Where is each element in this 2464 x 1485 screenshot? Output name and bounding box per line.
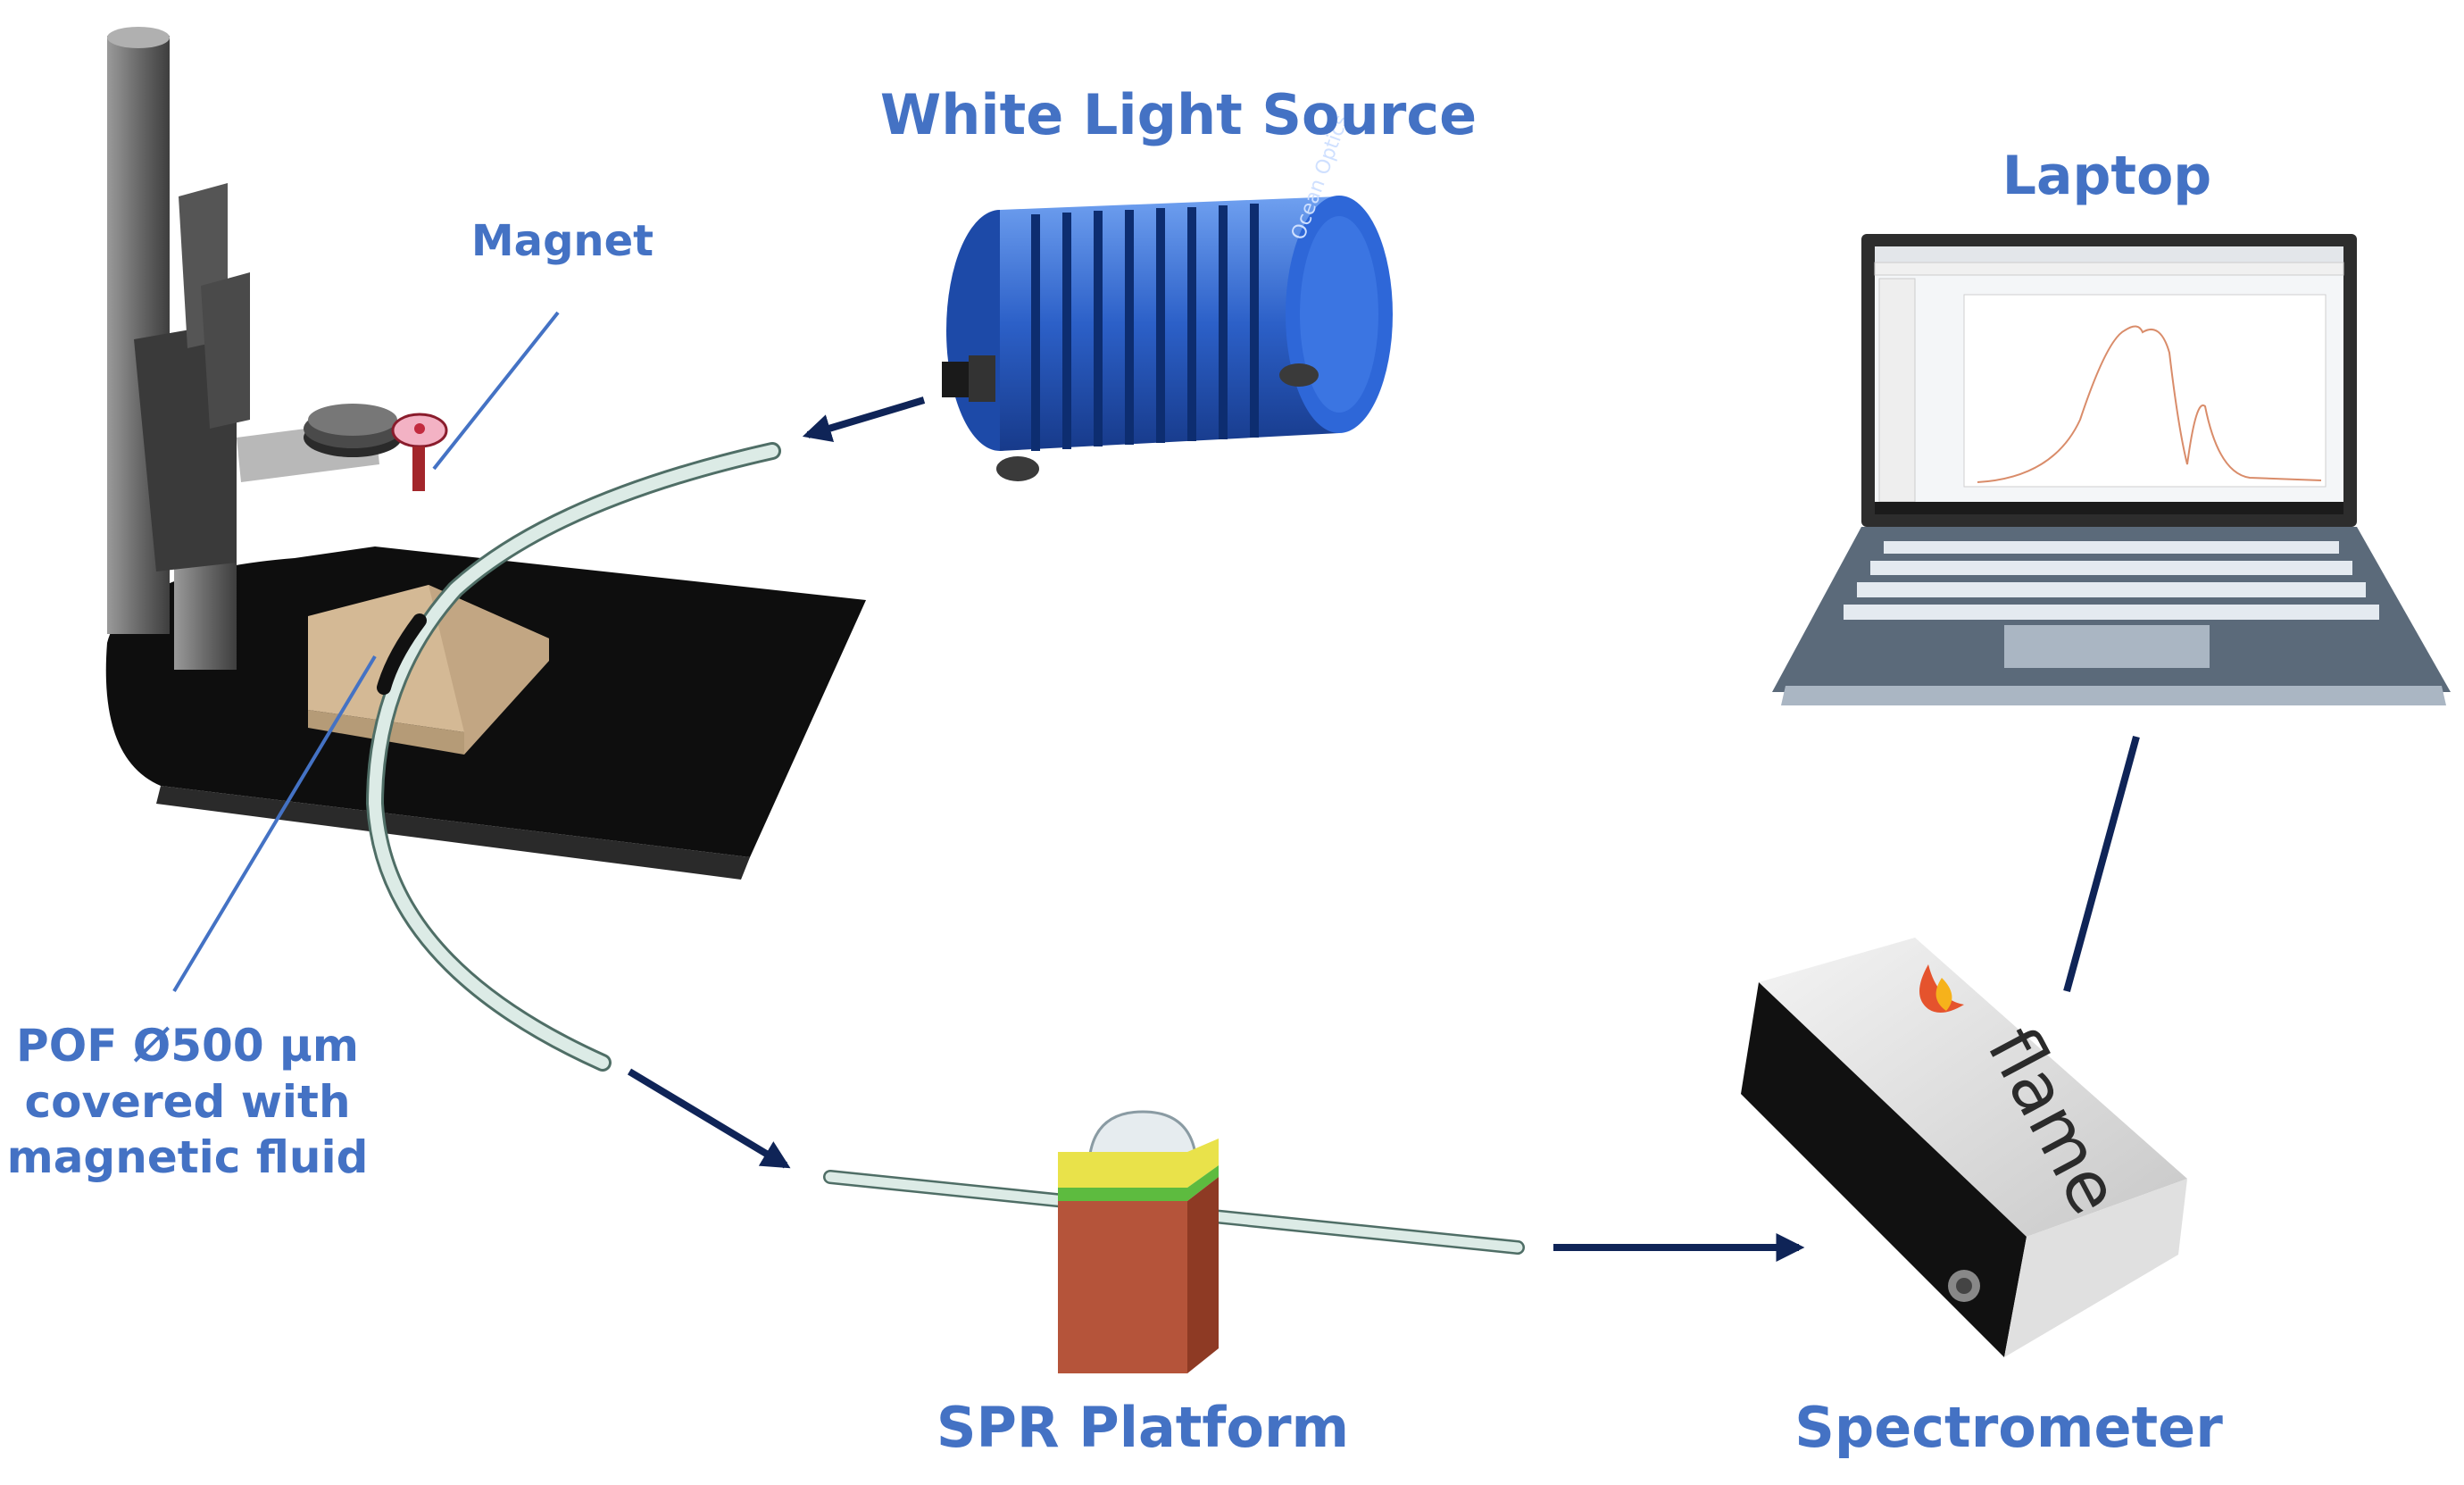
label-pof-line2: covered with <box>24 1075 351 1128</box>
label-pof-line1: POF Ø500 µm <box>16 1020 359 1072</box>
label-pof-line3: magnetic fluid <box>6 1131 369 1183</box>
spr-platform-device <box>1058 1110 1219 1373</box>
magnet-leader <box>432 311 560 471</box>
flow-arrows <box>627 396 2140 1262</box>
spectrometer-top <box>1759 938 2187 1237</box>
arrow-source-to-fiber <box>802 396 926 442</box>
spectrometer-device: flame <box>1741 938 2187 1357</box>
fiber-coated-section <box>377 613 427 695</box>
spr-base <box>1058 1201 1187 1373</box>
white-light-source-device: Ocean Optics <box>942 112 1393 481</box>
pof-leader <box>172 655 377 993</box>
label-white-light-source: White Light Source <box>879 82 1478 147</box>
spectrum-curve <box>1977 325 2322 483</box>
label-magnet: Magnet <box>470 216 654 266</box>
laptop-device <box>1772 234 2451 705</box>
leader-lines <box>172 311 560 993</box>
label-spectrometer: Spectrometer <box>1794 1395 2223 1460</box>
laptop-touchpad <box>2004 625 2210 668</box>
arrow-to-spr <box>627 1068 791 1169</box>
label-pof: POF Ø500 µm covered with magnetic fluid <box>0 1018 375 1186</box>
label-spr-platform: SPR Platform <box>936 1395 1350 1460</box>
spr-dome <box>1087 1110 1198 1163</box>
laptop-chart-area <box>1963 294 2327 488</box>
label-laptop: Laptop <box>2002 145 2212 207</box>
link-spectrometer-laptop <box>2063 735 2140 993</box>
magnet-stage <box>105 27 866 880</box>
